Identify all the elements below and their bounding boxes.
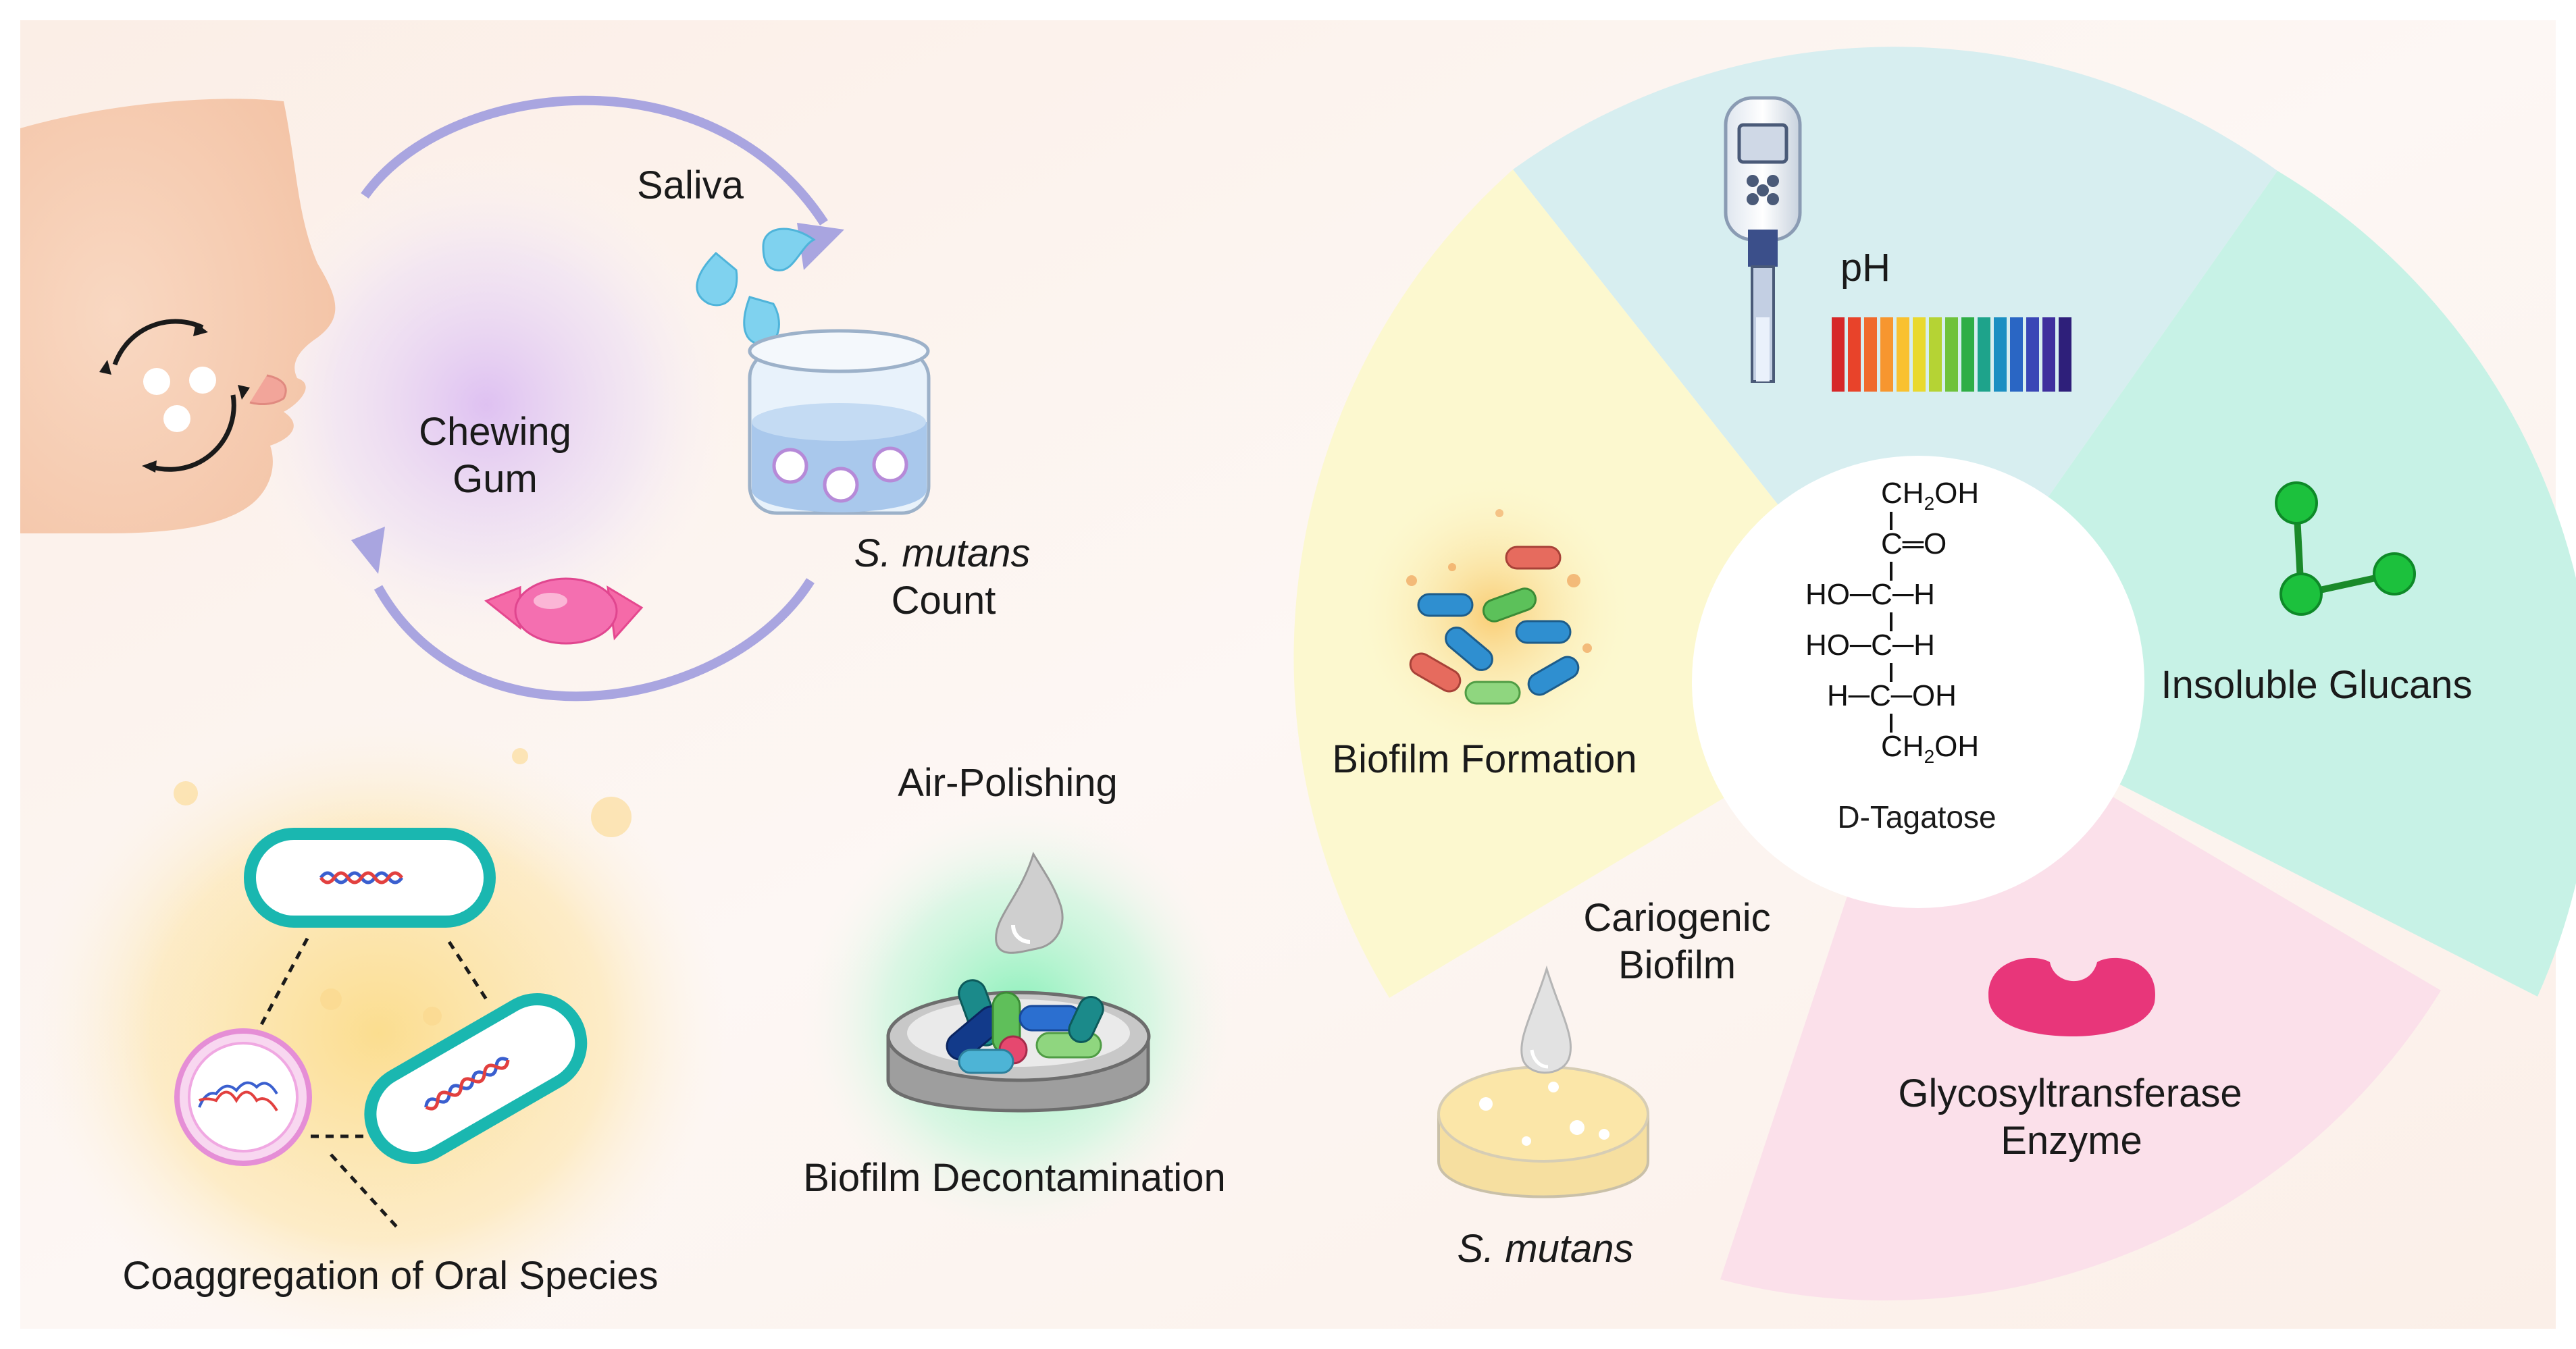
ph-scale-bar — [1929, 317, 1942, 392]
ph-scale-bar — [1864, 317, 1877, 392]
label-air-polishing: Air-Polishing — [898, 761, 1118, 805]
label-s-mutans-count-line2: Count — [891, 579, 996, 623]
yellow-glow — [27, 716, 729, 1349]
glow-particle — [174, 781, 198, 805]
struct-row4: HO─C─H — [1805, 629, 1935, 662]
bacteria-cluster-icon — [1406, 509, 1592, 705]
label-saliva: Saliva — [637, 163, 744, 207]
label-biofilm-decontamination: Biofilm Decontamination — [803, 1156, 1226, 1200]
struct-row2: C═O — [1881, 527, 1947, 560]
ph-scale-bar — [1961, 317, 1974, 392]
ph-scale-bar — [2010, 317, 2023, 392]
ph-scale-bar — [2059, 317, 2071, 392]
glow-particle — [320, 988, 342, 1010]
glow-particle — [512, 748, 528, 764]
wheel-segment-glucans — [1918, 171, 2576, 997]
struct-row1-end: OH — [1934, 477, 1980, 510]
wheel-segment-ph — [1513, 47, 2277, 682]
label-s-mutans-count-line1: S. mutans — [854, 531, 1031, 575]
beaker-icon — [748, 329, 931, 515]
struct-row3: HO─C─H — [1805, 578, 1935, 611]
struct-row1: CH2OH — [1881, 476, 1979, 521]
cycle-arrow-top — [361, 95, 828, 226]
gum-piece — [189, 367, 216, 394]
label-cariogenic-line2: Biofilm — [1618, 943, 1736, 987]
face-profile-icon — [20, 99, 336, 534]
struct-row6-end: OH — [1934, 730, 1980, 763]
label-ph: pH — [1840, 246, 1891, 290]
petri-dish-icon — [886, 979, 1151, 1113]
ph-meter-icon — [1724, 96, 1802, 383]
label-glycosyltransferase-line1: Glycosyltransferase — [1898, 1072, 2242, 1115]
label-chewing-gum-line1: Chewing — [419, 410, 571, 454]
gum-piece — [143, 368, 170, 395]
ph-scale-bar — [1994, 317, 2007, 392]
label-coaggregation: Coaggregation of Oral Species — [122, 1254, 659, 1298]
gum-piece — [163, 405, 190, 432]
agar-plate-icon — [1437, 965, 1649, 1198]
label-insoluble-glucans: Insoluble Glucans — [2161, 663, 2473, 707]
label-biofilm-formation: Biofilm Formation — [1332, 737, 1637, 781]
wheel-hub — [1692, 456, 2144, 908]
ph-scale-bar — [1913, 317, 1926, 392]
ph-scale-bar — [2026, 317, 2039, 392]
purple-glow — [230, 149, 743, 662]
struct-row1-sub: 2 — [1924, 492, 1935, 514]
ph-scale-bar — [1848, 317, 1861, 392]
ph-scale-bar — [1978, 317, 1990, 392]
enzyme-icon — [1988, 957, 2155, 1036]
ph-scale-bar — [1945, 317, 1958, 392]
ph-scale-bar — [1880, 317, 1893, 392]
struct-row5: H─C─OH — [1827, 679, 1957, 712]
drop-icon — [995, 851, 1064, 954]
glow-particle — [423, 1007, 442, 1026]
struct-row6-sub: 2 — [1924, 745, 1935, 767]
ph-scale-bar — [1897, 317, 1909, 392]
glow-particle — [591, 797, 632, 837]
cycle-arrow-bottom — [373, 578, 815, 702]
label-chewing-gum-line2: Gum — [453, 457, 538, 501]
ph-scale-icon — [1832, 317, 2071, 392]
label-glycosyltransferase-line2: Enzyme — [2001, 1119, 2142, 1163]
label-cariogenic-line1: Cariogenic — [1583, 896, 1771, 940]
ph-scale-bar — [1832, 317, 1845, 392]
label-s-mutans: S. mutans — [1457, 1227, 1634, 1271]
struct-row6-main: CH — [1881, 730, 1924, 763]
cycle-arrow-bottom-head — [351, 527, 385, 574]
bacteria-coaggregation-icon — [174, 828, 588, 1230]
cycle-arrow-top-head — [797, 223, 844, 270]
cycle-arrows-icon — [99, 319, 250, 473]
struct-row6: CH2OH — [1881, 729, 1979, 774]
glucan-molecule-icon — [2275, 481, 2416, 616]
ph-scale-bar — [2042, 317, 2055, 392]
label-d-tagatose: D-Tagatose — [1837, 799, 1997, 835]
saliva-drops-icon — [696, 228, 816, 346]
candy-icon — [484, 577, 644, 645]
struct-row1-main: CH — [1881, 477, 1924, 510]
